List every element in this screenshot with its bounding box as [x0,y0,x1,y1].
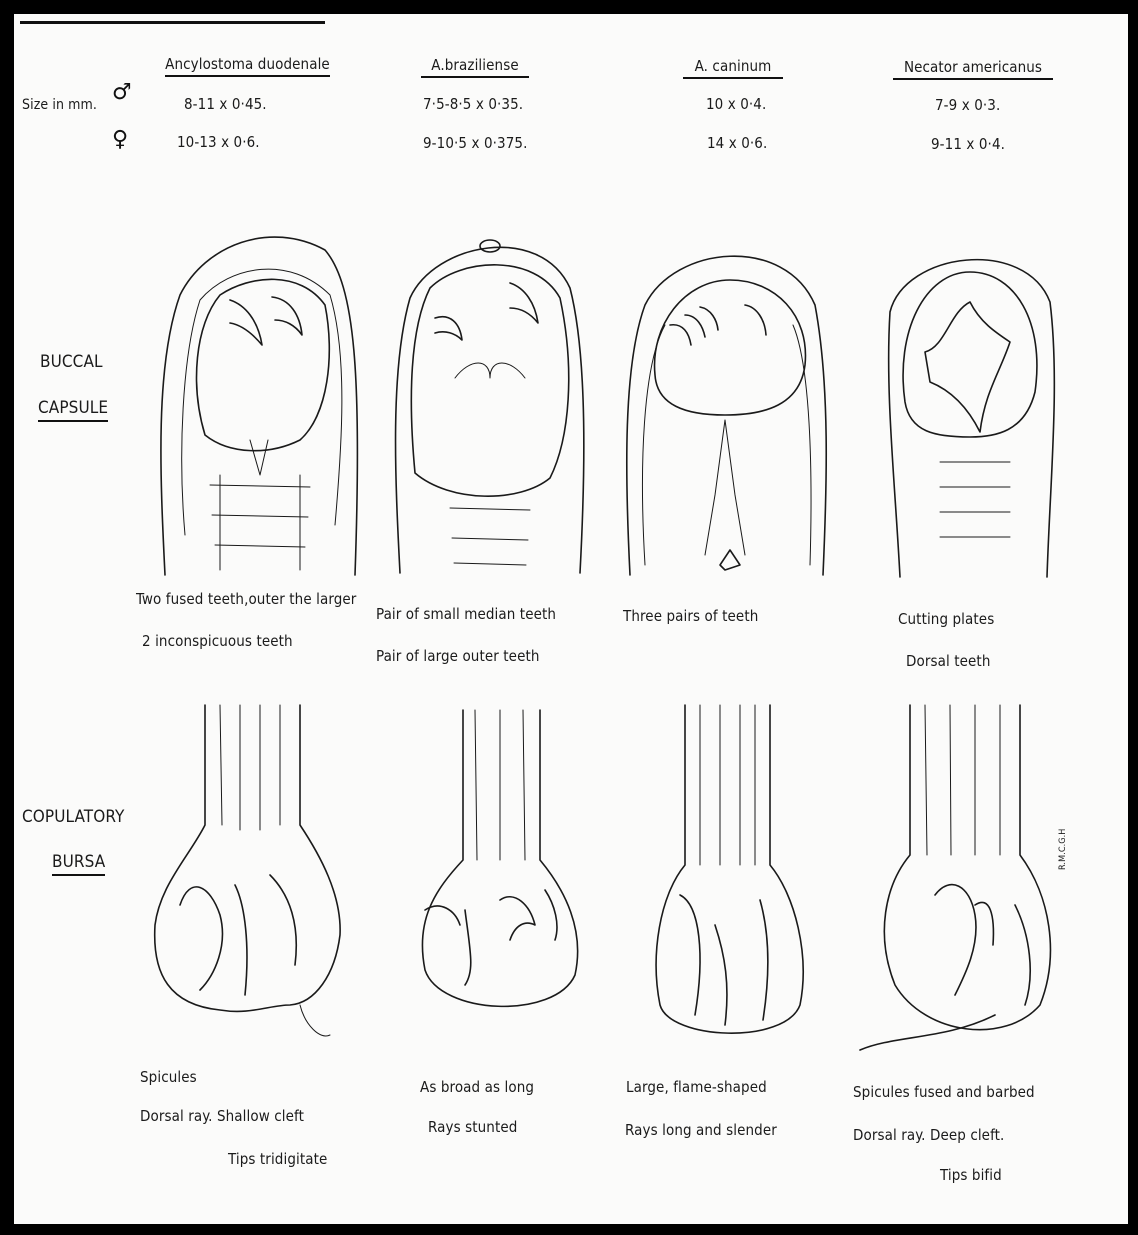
male-size-3: 10 x 0·4. [706,95,766,113]
species-name-3: A. caninum [683,57,783,79]
buccal-note-2b: Pair of large outer teeth [376,647,540,665]
bursa-note-2b: Rays stunted [428,1118,517,1136]
bursa-note-2a: As broad as long [420,1078,534,1096]
male-size-1: 8-11 x 0·45. [184,95,267,113]
bursa-note-4b: Dorsal ray. Deep cleft. [853,1126,1004,1144]
size-label: Size in mm. [22,97,97,113]
bursa-drawing-3 [645,705,810,1045]
bursa-note-4c: Tips bifid [940,1166,1002,1184]
artist-signature: R.M.C.G.H [1058,829,1068,871]
bursa-label-line1: COPULATORY [22,807,124,827]
female-size-1: 10-13 x 0·6. [177,133,260,151]
bursa-label-line2: BURSA [52,852,105,876]
buccal-note-1b: 2 inconspicuous teeth [142,632,293,650]
female-size-2: 9-10·5 x 0·375. [423,134,527,152]
buccal-note-4a: Cutting plates [898,610,994,628]
top-rule [20,21,325,24]
female-size-3: 14 x 0·6. [707,134,767,152]
bursa-note-1b: Dorsal ray. Shallow cleft [140,1107,304,1125]
bursa-note-4a: Spicules fused and barbed [853,1083,1035,1101]
buccal-label-line1: BUCCAL [40,352,103,372]
male-size-2: 7·5-8·5 x 0·35. [423,95,523,113]
buccal-label-line2: CAPSULE [38,398,108,422]
bursa-note-3b: Rays long and slender [625,1121,777,1139]
species-name-2: A.braziliense [421,56,529,78]
buccal-capsule-drawing-4 [875,232,1065,582]
bursa-note-1c: Tips tridigitate [228,1150,327,1168]
buccal-note-3a: Three pairs of teeth [623,607,758,625]
buccal-capsule-drawing-3 [625,235,830,580]
species-name-4: Necator americanus [893,58,1053,80]
male-size-4: 7-9 x 0·3. [935,96,1000,114]
buccal-note-1a: Two fused teeth,outer the larger [136,590,356,608]
bursa-drawing-2 [405,710,595,1030]
bursa-note-3a: Large, flame-shaped [626,1078,767,1096]
female-size-4: 9-11 x 0·4. [931,135,1005,153]
buccal-note-4b: Dorsal teeth [906,652,990,670]
buccal-note-2a: Pair of small median teeth [376,605,556,623]
buccal-capsule-drawing-1 [150,225,370,580]
bursa-note-1a: Spicules [140,1068,197,1086]
species-name-1: Ancylostoma duodenale [165,55,330,77]
female-symbol: ♀ [112,127,128,152]
male-symbol: ♂ [112,80,132,105]
bursa-drawing-4 [855,705,1065,1065]
bursa-drawing-1 [150,705,350,1050]
buccal-capsule-drawing-2 [390,228,590,578]
